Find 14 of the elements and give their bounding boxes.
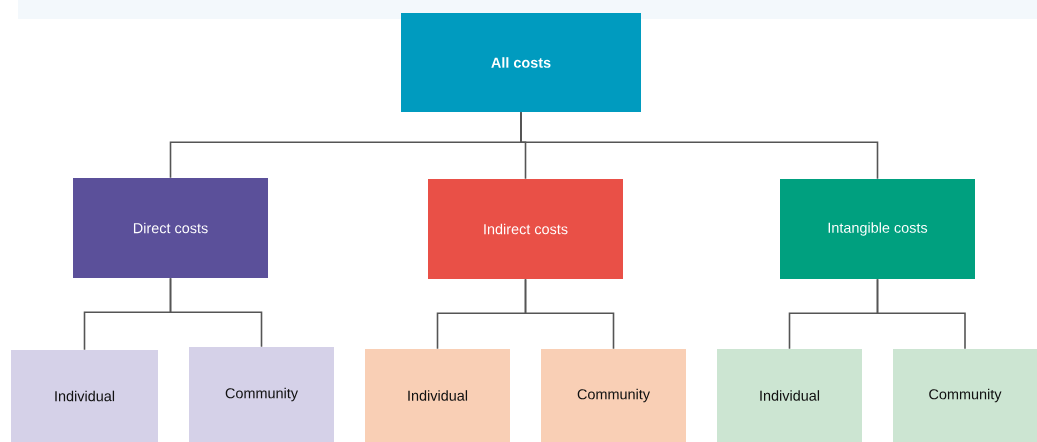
connector-line [876, 278, 966, 350]
connector-line [520, 111, 879, 180]
connector-line [169, 277, 263, 348]
leaf-box: Individual [11, 350, 158, 442]
leaf-box: Community [893, 349, 1037, 442]
leaf-box: Individual [717, 349, 862, 442]
category-box: Indirect costs [428, 179, 623, 279]
connector-line [524, 278, 615, 350]
leaf-box: Community [189, 347, 334, 442]
category-box: Direct costs [73, 178, 268, 278]
category-box: Intangible costs [780, 179, 975, 279]
root-box: All costs [401, 13, 641, 112]
leaf-box: Individual [365, 349, 510, 442]
leaf-box: Community [541, 349, 686, 442]
